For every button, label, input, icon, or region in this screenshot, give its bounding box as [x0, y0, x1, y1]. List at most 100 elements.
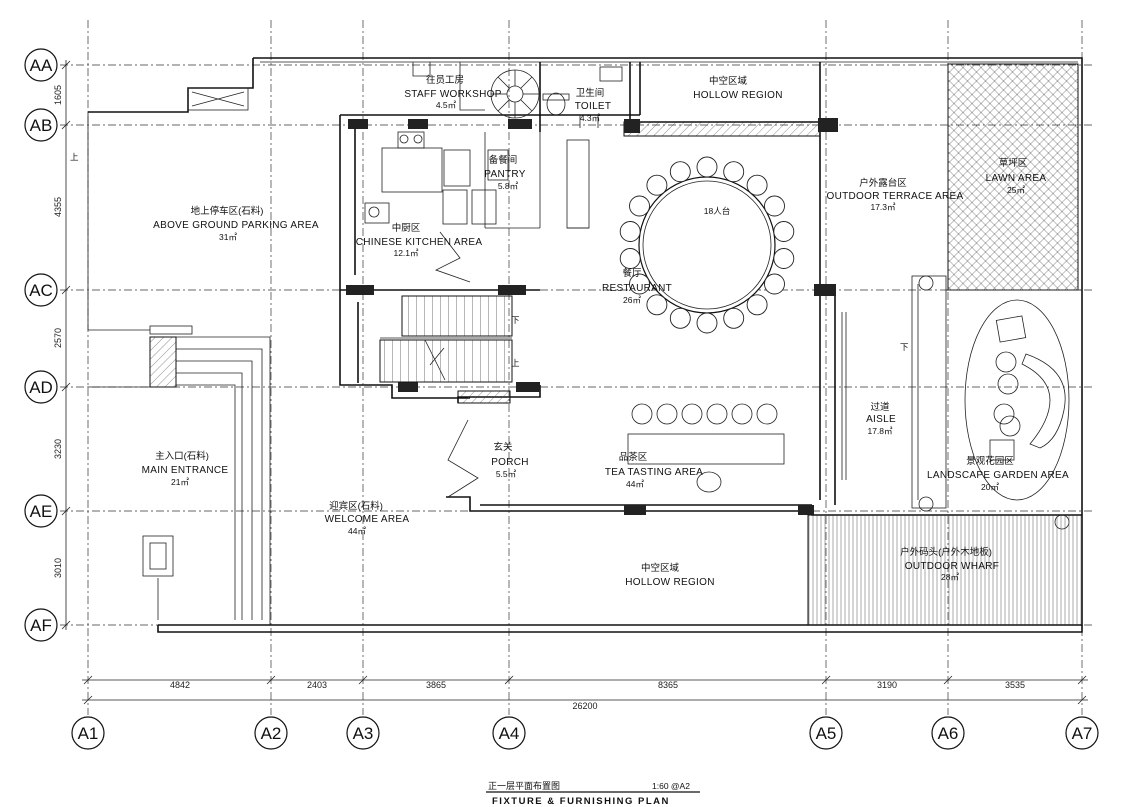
kitchen-area: 12.1㎡: [393, 248, 419, 258]
parking-zh: 地上停车区(石料): [191, 205, 264, 217]
welcome-en: WELCOME AREA: [325, 514, 410, 525]
dining-chair: [619, 221, 641, 242]
terrace-zh: 户外露台区: [859, 177, 907, 189]
dining-chair: [629, 195, 650, 217]
wharf-area: 28㎡: [941, 572, 959, 582]
column-axis-bubbles: A1 A2 A3 A4 A5 A6 A7: [71, 716, 1099, 750]
dining-chair: [619, 248, 641, 269]
horizontal-dimensions: 4842 2403 3865 8365 3190 3535 26200: [82, 675, 1088, 711]
parking-area: 31㎡: [219, 232, 237, 242]
row-bubble-AC: AC: [24, 273, 58, 307]
kitchen-en: CHINESE KITCHEN AREA: [356, 237, 483, 248]
dining-chair: [629, 273, 650, 295]
staff-workshop-zh: 往员工房: [426, 74, 464, 86]
aisle-area: 17.8㎡: [867, 426, 893, 436]
dining-chair: [696, 312, 718, 334]
svg-text:1605: 1605: [53, 85, 63, 105]
staff-workshop-area: 4.5㎡: [436, 100, 457, 110]
table-seats-label: 18人台: [704, 206, 730, 216]
main-entrance-zh: 主入口(石料): [155, 450, 209, 462]
svg-text:8365: 8365: [658, 680, 678, 690]
hollow-bottom-zh: 中空区域: [641, 562, 680, 574]
aisle-en: AISLE: [866, 414, 896, 425]
svg-text:AD: AD: [29, 378, 53, 397]
parking-en: ABOVE GROUND PARKING AREA: [153, 220, 319, 231]
pantry-area: 5.8㎡: [498, 181, 519, 191]
main-staircase: [379, 295, 513, 383]
lawn-area: 25㎡: [1007, 185, 1025, 195]
dining-chair: [669, 161, 691, 183]
dining-chair: [764, 195, 785, 217]
welcome-area: 44㎡: [348, 526, 366, 536]
row-bubble-AF: AF: [24, 608, 58, 642]
terrace-en: OUTDOOR TERRACE AREA: [827, 191, 964, 202]
svg-text:4355: 4355: [53, 197, 63, 217]
svg-text:A6: A6: [938, 724, 959, 743]
dining-chair: [696, 156, 718, 178]
title-block: 正一层平面布置图 1:60 @A2 FIXTURE & FURNISHING P…: [486, 780, 700, 807]
toilet-fixtures: [542, 66, 623, 128]
dining-chair: [773, 248, 795, 269]
toilet-zh: 卫生间: [576, 87, 605, 99]
wharf-en: OUTDOOR WHARF: [905, 561, 999, 572]
staff-workshop-en: STAFF WORKSHOP: [404, 89, 501, 100]
svg-text:AF: AF: [30, 616, 52, 635]
garden-en: LANDSCAPE GARDEN AREA: [927, 470, 1069, 481]
vertical-dimensions: 1605 4355 2570 3230 3010: [53, 60, 71, 630]
toilet-en: TOILET: [575, 101, 612, 112]
col-bubble-A6: A6: [931, 716, 965, 750]
kitchen-zh: 中厨区: [392, 222, 421, 234]
dining-chair: [723, 161, 745, 183]
col-bubble-A2: A2: [254, 716, 288, 750]
room-labels: 往员工房 STAFF WORKSHOP 4.5㎡ 卫生间 TOILET 4.3㎡…: [70, 74, 1069, 588]
hollow-bottom-en: HOLLOW REGION: [625, 577, 714, 588]
dining-chair: [773, 221, 795, 242]
dining-chair: [746, 294, 768, 316]
pantry-en: PANTRY: [484, 169, 525, 180]
svg-text:A2: A2: [261, 724, 282, 743]
restaurant-area: 26㎡: [623, 295, 641, 305]
main-entrance-area: 21㎡: [171, 477, 189, 487]
col-bubble-A4: A4: [492, 716, 526, 750]
plan-title-en: FIXTURE & FURNISHING PLAN: [492, 796, 670, 807]
plan-title-zh: 正一层平面布置图: [488, 780, 560, 791]
svg-text:A7: A7: [1072, 724, 1093, 743]
outer-walls: [87, 57, 1083, 633]
svg-text:2570: 2570: [53, 328, 63, 348]
plan-scale: 1:60 @A2: [652, 781, 690, 791]
restaurant-en: RESTAURANT: [602, 283, 672, 294]
toilet-area: 4.3㎡: [580, 113, 601, 123]
svg-text:A4: A4: [499, 724, 520, 743]
internal-walls: [339, 62, 1082, 516]
svg-text:A3: A3: [353, 724, 374, 743]
hollow-top-zh: 中空区域: [709, 75, 748, 87]
garden-area: 20㎡: [981, 482, 999, 492]
aisle-zh: 过道: [870, 401, 890, 413]
porch-en: PORCH: [491, 457, 529, 468]
col-bubble-A3: A3: [346, 716, 380, 750]
main-entrance-en: MAIN ENTRANCE: [142, 465, 229, 476]
dining-chair: [646, 174, 668, 196]
dining-chairs: [619, 156, 795, 334]
row-bubble-AB: AB: [24, 108, 58, 142]
row-bubble-AE: AE: [24, 494, 58, 528]
tea-zh: 品茶区: [619, 451, 648, 463]
pantry-zh: 备餐间: [489, 154, 518, 166]
up-marker-stair: 上: [511, 358, 520, 368]
svg-text:2403: 2403: [307, 680, 327, 690]
wharf-zh: 户外码头(户外木地板): [900, 546, 992, 558]
svg-text:AC: AC: [29, 281, 53, 300]
hollow-top-en: HOLLOW REGION: [693, 90, 782, 101]
dining-chair: [723, 307, 745, 329]
svg-text:A5: A5: [816, 724, 837, 743]
dining-chair: [746, 174, 768, 196]
tea-tasting-fixtures: [627, 403, 785, 493]
col-bubble-A7: A7: [1065, 716, 1099, 750]
garden-zh: 景观花园区: [966, 455, 1014, 467]
round-dining-table: [619, 156, 795, 334]
svg-text:3010: 3010: [53, 558, 63, 578]
dining-chair: [669, 307, 691, 329]
svg-text:26200: 26200: [572, 701, 597, 711]
down-marker-aisle: 下: [900, 342, 909, 352]
